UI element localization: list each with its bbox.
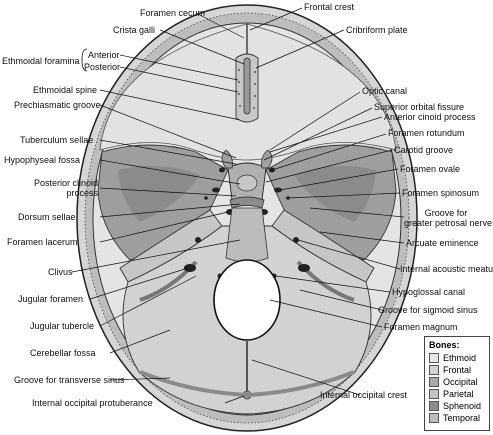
internal-acoustic-meatus-right: [293, 237, 299, 243]
legend-item-sphenoid: Sphenoid: [429, 400, 485, 412]
foramen-rotundum-left: [219, 167, 225, 173]
label-internal-occipital-crest: Internal occipital crest: [320, 390, 408, 400]
ethmoidal-foramina-bracket: [81, 48, 88, 72]
legend-swatch: [429, 389, 439, 399]
foramen-ovale-left: [212, 187, 220, 193]
foramen-spinosum-left: [204, 196, 208, 200]
legend-swatch: [429, 377, 439, 387]
cribriform-dots: [238, 69, 256, 109]
legend-item-frontal: Frontal: [429, 364, 485, 376]
label-tuberculum-sellae: Tuberculum sellae: [20, 135, 94, 145]
jugular-foramen-right: [298, 264, 310, 272]
label-jugular-tubercle: Jugular tubercle: [30, 321, 95, 331]
legend-item-label: Occipital: [443, 377, 478, 387]
label-foramen-magnum: Foramen magnum: [384, 322, 458, 332]
label-groove-petrosal-2: greater petrosal nerve: [404, 218, 493, 228]
legend-swatch: [429, 353, 439, 363]
label-crista-galli: Crista galli: [113, 25, 156, 35]
label-foramen-cecum: Foramen cecum: [140, 8, 206, 18]
label-internal-acoustic-meatus: Internal acoustic meatus: [400, 264, 493, 274]
label-internal-occipital-protuberance: Internal occipital protuberance: [32, 398, 153, 408]
greater-wing-shade-right: [294, 166, 376, 222]
label-foramen-ovale: Foramen ovale: [400, 164, 461, 174]
greater-wing-shade-left: [118, 166, 200, 222]
internal-acoustic-meatus-left: [195, 237, 201, 243]
label-groove-petrosal-1: Groove for: [424, 208, 468, 218]
label-clivus: Clivus: [48, 267, 73, 277]
hypophyseal-fossa: [236, 174, 258, 192]
foramen-ovale-right: [274, 187, 282, 193]
crista-galli: [243, 57, 251, 115]
label-jugular-foramen: Jugular foramen: [18, 294, 84, 304]
legend-title: Bones:: [429, 340, 460, 350]
label-ethmoidal-spine: Ethmoidal spine: [33, 85, 98, 95]
legend-swatch: [429, 413, 439, 423]
leader-lines: [71, 7, 405, 404]
label-foramen-rotundum: Foramen rotundum: [388, 128, 465, 138]
label-prechiasmatic-groove: Prechiasmatic groove: [14, 100, 101, 110]
legend-swatch: [429, 401, 439, 411]
label-anterior-clinoid-process: Anterior cinoid process: [384, 112, 476, 122]
legend-swatch: [429, 365, 439, 375]
legend-item-temporal: Temporal: [429, 412, 485, 424]
jugular-foramen-left: [184, 264, 196, 272]
label-posterior-clinoid-1: Posterior clinoid: [33, 178, 98, 188]
legend-item-occipital: Occipital: [429, 376, 485, 388]
label-hypophyseal-fossa: Hypophyseal fossa: [4, 155, 81, 165]
label-dorsum-sellae: Dorsum sellae: [18, 212, 76, 222]
transverse-sinus-groove: [139, 370, 355, 398]
label-foramen-spinosum: Foramen spinosum: [402, 188, 480, 198]
legend-item-ethmoid: Ethmoid: [429, 352, 485, 364]
legend-item-parietal: Parietal: [429, 388, 485, 400]
clivus: [225, 207, 269, 263]
legend-item-label: Temporal: [443, 413, 481, 423]
label-cribriform-plate: Cribriform plate: [346, 25, 408, 35]
label-ethmoidal-foramina: Ethmoidal foramina: [2, 56, 80, 66]
label-frontal-crest: Frontal crest: [304, 2, 355, 12]
label-groove-transverse-sinus: Groove for transverse sinus: [14, 375, 125, 385]
legend-item-label: Parietal: [443, 389, 474, 399]
legend-item-label: Frontal: [443, 365, 472, 375]
label-ethmoidal-posterior: Posterior: [84, 62, 121, 72]
label-carotid-groove: Carotid groove: [394, 145, 454, 155]
label-cerebellar-fossa: Cerebellar fossa: [30, 348, 96, 358]
label-foramen-lacerum: Foramen lacerum: [7, 237, 78, 247]
legend-item-label: Ethmoid: [443, 353, 477, 363]
label-superior-orbital-fissure: Superior orbital fissure: [374, 102, 465, 112]
label-optic-canal: Optic canal: [362, 86, 408, 96]
label-posterior-clinoid-2: process: [66, 188, 98, 198]
label-hypoglossal-canal: Hypoglossal canal: [392, 287, 466, 297]
label-groove-sigmoid-sinus: Groove for sigmoid sinus: [378, 305, 478, 315]
label-ethmoidal-anterior: Anterior: [88, 50, 120, 60]
legend-item-label: Sphenoid: [443, 401, 482, 411]
label-arcuate-eminence: Arcuate eminence: [406, 238, 479, 248]
